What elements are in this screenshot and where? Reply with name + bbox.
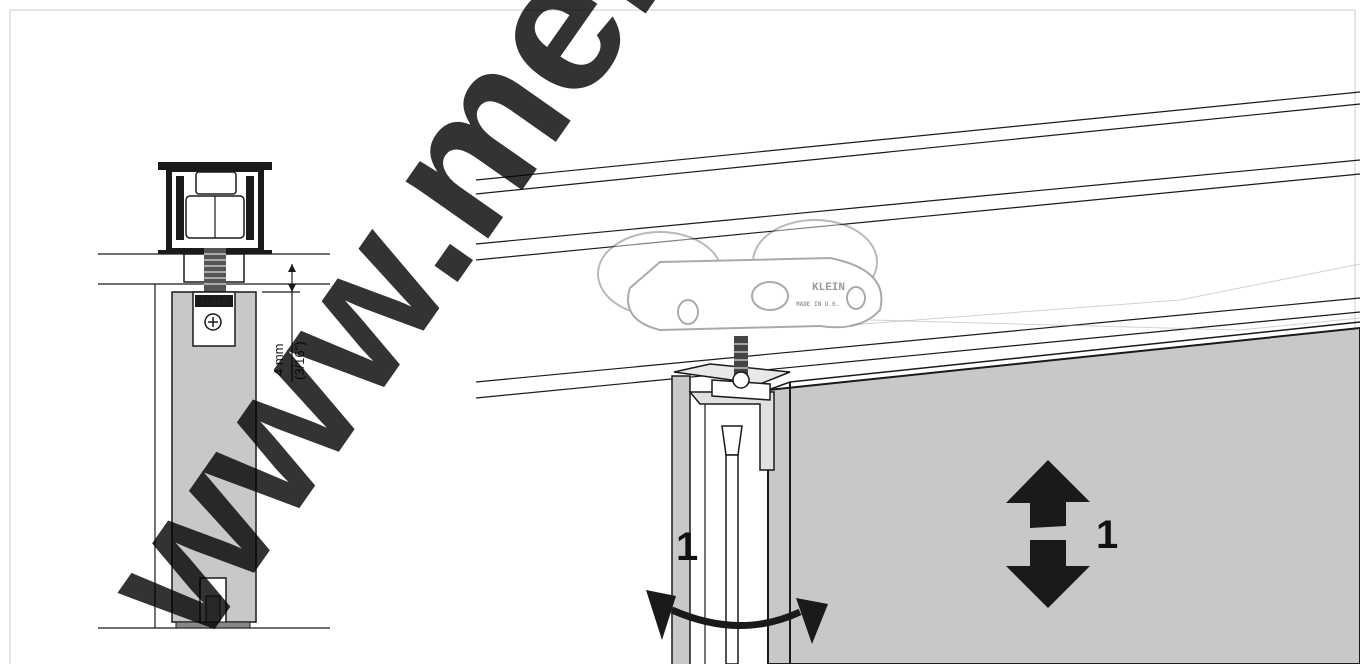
- threaded-bolt: [183, 248, 245, 294]
- door-bracket: KLEIN: [192, 291, 236, 347]
- floor-guide: [175, 577, 251, 629]
- trolley-brand-label: KLEIN: [812, 282, 845, 294]
- screwdriver: [721, 425, 743, 664]
- step-rotate-label: 1: [676, 525, 698, 569]
- section-view: KLEIN 4 mm (3/16"): [98, 162, 330, 629]
- perspective-view: KLEIN MADE IN U.S. 1 1: [475, 91, 1360, 664]
- door-bracket-perspective: [673, 336, 791, 471]
- trolley-perspective: KLEIN MADE IN U.S.: [597, 219, 883, 332]
- dimension-imperial: (3/16"): [292, 341, 307, 380]
- rotate-arrow: 1: [646, 525, 828, 644]
- step-vertical-label: 1: [1096, 513, 1118, 557]
- track-perspective: [475, 91, 1360, 399]
- dimension-metric: 4 mm: [271, 344, 286, 377]
- vertical-adjust-arrow: 1: [1006, 460, 1118, 608]
- trolley-section: [185, 171, 245, 239]
- trolley-made-in-label: MADE IN U.S.: [796, 301, 839, 308]
- gap-dimension: 4 mm (3/16"): [262, 264, 307, 382]
- bracket-brand-label: KLEIN: [200, 298, 227, 308]
